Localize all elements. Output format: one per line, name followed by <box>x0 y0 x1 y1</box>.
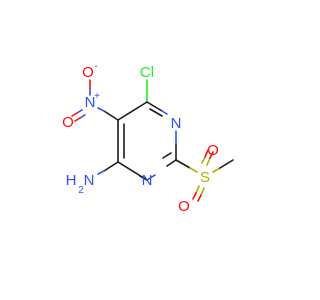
oxygen-minus-charge: - <box>94 61 97 72</box>
atom-cl: Cl <box>140 64 154 81</box>
atom-n-nitro: N <box>85 94 96 111</box>
background <box>0 0 300 300</box>
bond-s-obot-b <box>200 187 205 196</box>
bond-c2-n3-a <box>166 159 177 167</box>
bond-n3-c4 <box>146 174 156 181</box>
bond-nnitro-oleft-b2 <box>74 117 81 122</box>
bond-c5-nnitro <box>103 110 119 121</box>
atom-s: S <box>200 169 210 186</box>
atom-o-s-bottom: O <box>178 198 190 215</box>
atom-n-ring-top: N <box>171 115 182 132</box>
bond-s-otop-a2 <box>209 151 214 159</box>
bond-s-otop-b2 <box>204 149 209 158</box>
bond-c6-n1-b <box>149 108 163 117</box>
bond-nnitro-oleft-a <box>76 109 83 114</box>
bond-c4-nh2 <box>103 161 119 172</box>
bond-s-otop-a <box>206 157 211 166</box>
bond-c6-n1-a <box>146 101 163 112</box>
nitro-plus-charge: + <box>94 91 100 102</box>
molecule-diagram: Cl N N N + O - O H N 2 S O O <box>0 0 300 300</box>
atom-o-nitro-left: O <box>62 114 74 131</box>
atom-amine-n: N <box>84 172 95 189</box>
bond-s-obot-a <box>195 185 200 194</box>
bond-s-obot-a2 <box>192 192 197 200</box>
bond-s-ch3 <box>212 167 221 173</box>
bond-nnitro-oleft-b <box>79 114 86 119</box>
bond-c4-nh2-b <box>97 170 105 175</box>
bond-c4-n3 <box>117 161 148 181</box>
bond-c2-s <box>175 159 191 169</box>
bond-c5-nnitro-b <box>97 107 105 112</box>
bond-c6-n1-a2 <box>161 110 168 115</box>
bond-s-obot-b2 <box>197 194 202 202</box>
atom-n-ring-bottom: N <box>142 172 153 189</box>
bond-c2-s-b <box>189 167 198 173</box>
atom-amine-h: H <box>66 172 77 189</box>
atom-o-s-top: O <box>207 142 219 159</box>
bond-c5-c6 <box>117 101 148 121</box>
substituents <box>71 79 234 202</box>
atom-o-nitro-top: O <box>82 64 94 81</box>
bond-c2-n3-b <box>162 152 172 159</box>
pyrimidine-ring <box>117 79 177 181</box>
bond-s-otop-b <box>201 156 206 164</box>
bond-s-ch3-b <box>219 159 234 169</box>
atom-labels: Cl N N N + O - O H N 2 S O O <box>62 61 219 215</box>
amine-subscript: 2 <box>78 185 84 196</box>
bond-nnitro-oleft-a2 <box>71 112 78 117</box>
